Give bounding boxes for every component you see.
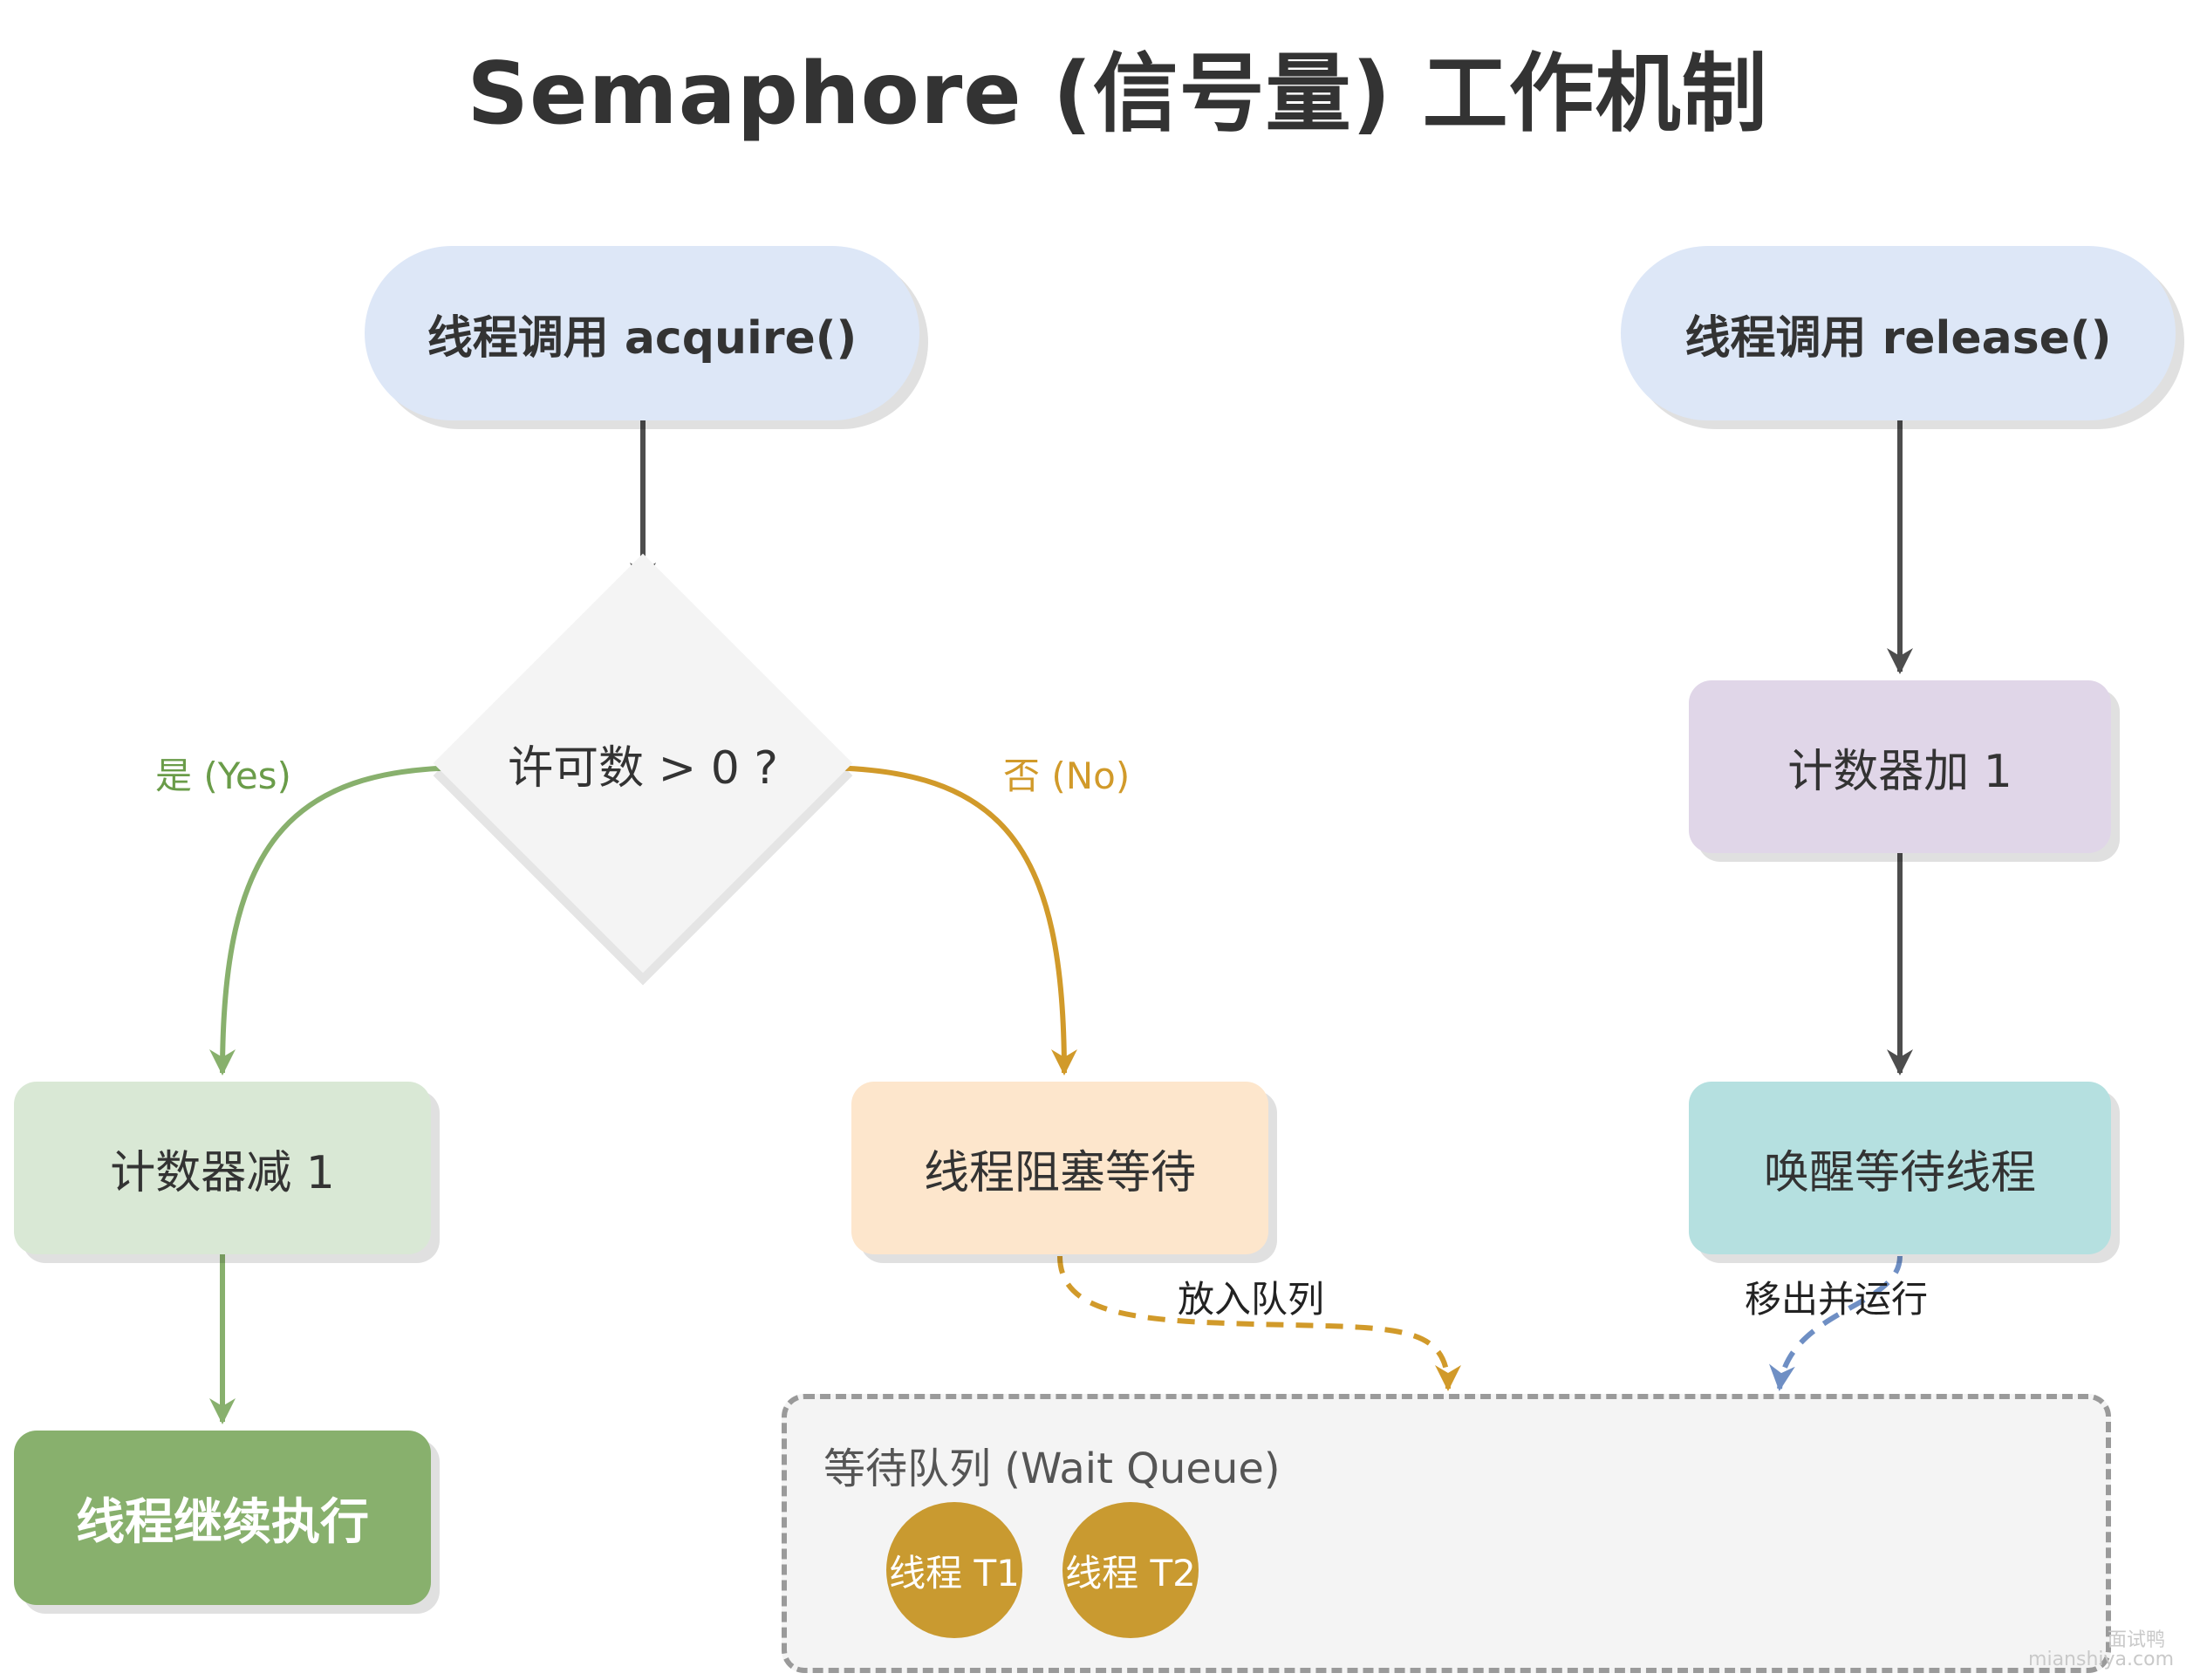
node-wake-waiting-thread: 唤醒等待线程 [1689, 1082, 2111, 1254]
node-thread-continue: 线程继续执行 [14, 1431, 431, 1605]
queue-thread-t1: 线程 T1 [886, 1502, 1022, 1638]
node-thread-block: 线程阻塞等待 [851, 1082, 1268, 1254]
edge-dequeue [1769, 1255, 1903, 1391]
edge-label-dequeue: 移出并运行 [1745, 1278, 1929, 1321]
edge-yes [209, 765, 468, 1076]
edge-no [817, 765, 1077, 1076]
node-increment-counter: 计数器加 1 [1689, 680, 2111, 853]
decision-label: 许可数 > 0 ? [508, 741, 778, 795]
edge-label-yes: 是 (Yes) [155, 755, 291, 797]
diagram-title: Semaphore (信号量) 工作机制 [467, 44, 1768, 144]
node-decrement-counter: 计数器减 1 [14, 1082, 431, 1254]
wait-queue-label: 等待队列 (Wait Queue) [823, 1444, 1281, 1493]
queue-thread-t2: 线程 T2 [1062, 1502, 1199, 1638]
edge-label-enqueue: 放入队列 [1178, 1278, 1325, 1321]
watermark-brand: 面试鸭 [2107, 1629, 2165, 1651]
edge-label-no: 否 (No) [1003, 755, 1131, 797]
node-acquire-call: 线程调用 acquire() [365, 246, 919, 420]
watermark-url: mianshiya.com [2028, 1649, 2174, 1670]
node-release-call: 线程调用 release() [1621, 246, 2176, 420]
